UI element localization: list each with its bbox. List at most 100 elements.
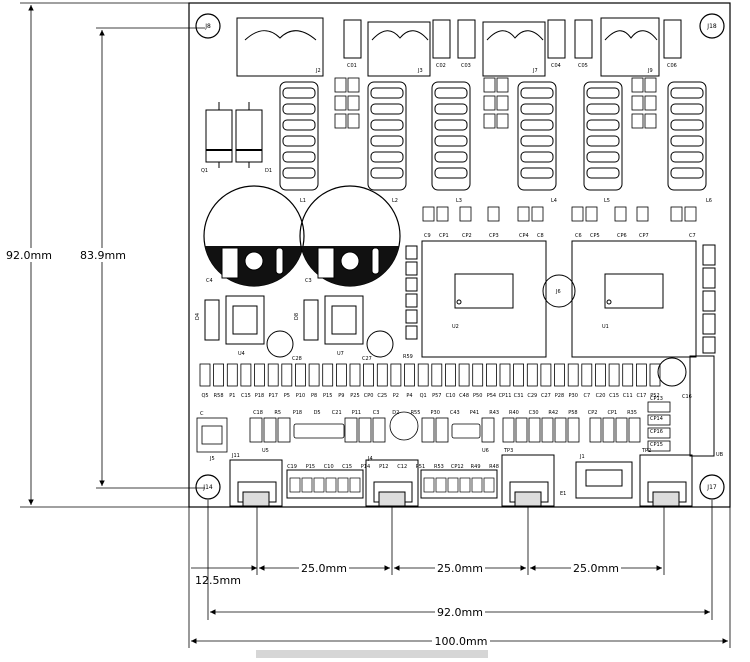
component-label: C30 [529,410,539,416]
smd-component [622,363,634,387]
cp13-label: CP13 [650,396,663,402]
cap-c7-label: C7 [689,233,696,239]
smd-component [595,363,606,387]
component-label: P25 [350,393,359,399]
smd-component [308,363,320,387]
component-label: CP1 [607,410,617,416]
component-label: C18 [253,410,263,416]
component-label: CP12 [451,464,464,470]
smd-component [295,363,306,387]
component-label: R55 [411,410,421,416]
cap-c01-label: C01 [347,63,357,69]
dim-width-holes: 92.0mm [437,606,483,619]
horizontal-scrollbar[interactable] [256,650,488,658]
smd-component [404,363,415,387]
connector-j7-label: J7 [532,68,538,74]
component-label: P14 [361,464,370,470]
component-label: P4 [406,393,412,399]
component-label: CP2 [588,410,598,416]
diode-q1-label: Q1 [201,168,208,174]
cap-c16-label: C16 [682,394,692,400]
mid-left-components [204,245,418,358]
cap-cp2-label: CP2 [462,233,472,239]
component-label: C19 [287,464,297,470]
cap-cp7-label: CP7 [639,233,649,239]
dim-height-total: 92.0mm [6,249,52,262]
diode-d4-label: D4 [195,313,201,320]
chip-j6-label: J6 [555,289,561,295]
cap-cp6-label: CP6 [617,233,627,239]
smd-component [254,363,265,387]
dim-width-first: 12.5mm [195,574,241,587]
component-row-2 [196,401,671,453]
smd-component [431,363,443,387]
component-label: R42 [548,410,558,416]
inductor-l1-label: L1 [300,198,306,204]
component-label: P51 [416,464,425,470]
smd-component [226,363,238,387]
smd-component [567,363,579,387]
smd-component [636,363,647,387]
component-label: C11 [623,393,633,399]
smd-component [349,363,361,387]
smd-component [608,363,620,387]
tp2-label: TP2 [641,448,651,454]
component-label: P30 [431,410,440,416]
smd-component [458,363,470,387]
cap-cp4-label: CP4 [519,233,529,239]
component-label: C29 [527,393,537,399]
component-label: D2 [392,410,399,416]
cp15-label: CP15 [650,442,663,448]
component-label: P15 [323,393,332,399]
chip-u1-label: U1 [602,324,609,330]
dim-width-total: 100.0mm [435,635,488,648]
component-label: P5 [284,393,290,399]
cap-c3-label: C3 [305,278,312,284]
inductor-l5-label: L5 [604,198,610,204]
smd-component [581,363,593,387]
ub-label: UB [716,452,724,458]
component-label: R35 [627,410,637,416]
smd-component [213,363,225,387]
component-label: P12 [379,464,388,470]
diode-d8-label: D8 [294,313,300,320]
component-label: C15 [241,393,251,399]
cap-c8-label: C8 [537,233,544,239]
smd-component [445,363,456,387]
cap-cp3-label: CP3 [489,233,499,239]
cap-c06-label: C06 [667,63,677,69]
cap-cp5-label: CP5 [590,233,600,239]
cap-c6-label: C6 [575,233,582,239]
component-label: P1 [229,393,235,399]
pin-headers [289,477,495,493]
cap-rows [422,206,697,222]
cap-c27-label: C27 [362,356,372,362]
component-label: C15 [609,393,619,399]
left-diodes [205,102,263,168]
mounting-hole-top-left [195,13,221,39]
component-label: Q1 [420,393,427,399]
cap-c04-label: C04 [551,63,561,69]
cap-c03-label: C03 [461,63,471,69]
component-label: P2 [393,393,399,399]
smd-component [526,363,538,387]
chip-u4-label: U4 [238,351,245,357]
component-label: P54 [487,393,496,399]
cp16-label: CP16 [650,429,663,435]
right-side-connector [689,355,715,457]
smd-component [199,363,211,387]
chip-u2-label: U2 [452,324,459,330]
cap-c4-label: C4 [206,278,213,284]
cap-c9-label: C9 [424,233,431,239]
component-label: D5 [314,410,321,416]
component-label: CP0 [364,393,374,399]
dim-spacing-2: 25.0mm [437,562,483,575]
component-label: R43 [489,410,499,416]
tp3-label: TP3 [503,448,513,454]
smd-component [417,363,429,387]
component-label: R5 [274,410,281,416]
smd-component [390,363,402,387]
